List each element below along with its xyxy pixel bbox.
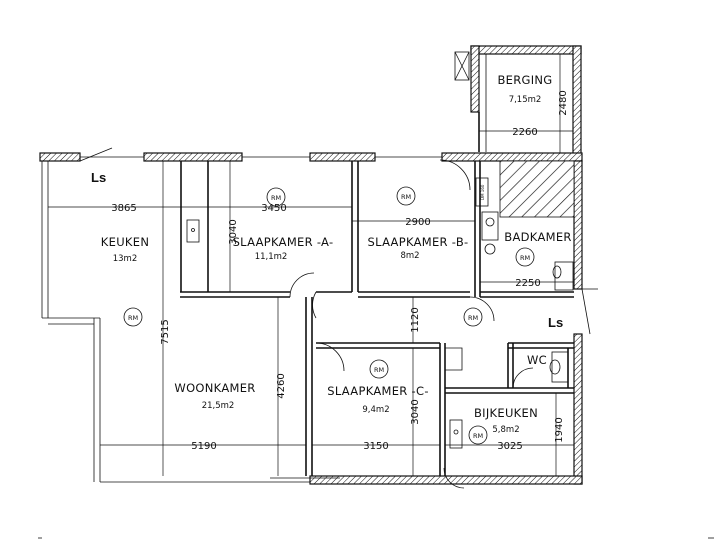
svg-text:RM: RM: [271, 194, 281, 202]
svg-text:RM: RM: [520, 254, 530, 262]
dim-woonkamer-lower-depth: 4260: [276, 373, 287, 398]
ls-marker-entrance: Ls: [91, 170, 106, 185]
rm-marker-slaapkamer-a: RM: [266, 187, 286, 207]
dim-woonkamer-width: 5190: [191, 441, 216, 452]
dim-bijkeuken-width: 3025: [497, 441, 522, 452]
slaapkamer-a-area: 11,1m2: [255, 252, 288, 262]
dim-berging-width: 2260: [512, 127, 537, 138]
dim-slaapkamer-b-width: 2900: [405, 217, 430, 228]
berging-walls: [454, 45, 582, 159]
rm-marker-badkamer: RM: [515, 247, 535, 267]
dim-slaapkamer-c-width: 3150: [363, 441, 388, 452]
dim-badkamer-width: 2250: [515, 278, 540, 289]
dim-berging-depth: 2480: [558, 90, 569, 115]
bijkeuken-label: BIJKEUKEN: [474, 406, 538, 420]
rm-marker-hall: RM: [463, 307, 483, 327]
rm-marker-bijkeuken: RM: [468, 425, 488, 445]
woonkamer-area: 21,5m2: [202, 401, 235, 411]
badkamer-label: BADKAMER: [504, 230, 571, 244]
svg-text:RM: RM: [128, 314, 138, 322]
slaapkamer-a-label: SLAAPKAMER -A-: [233, 235, 334, 249]
svg-text:RM: RM: [468, 314, 478, 322]
svg-text:RM: RM: [374, 366, 384, 374]
dm-symbol: DM 160: [480, 184, 485, 200]
dim-slaapkamer-a-depth: 3040: [228, 219, 239, 244]
svg-text:DM 160: DM 160: [480, 184, 485, 200]
rm-marker-slaapkamer-c: RM: [369, 359, 389, 379]
berging-area: 7,15m2: [509, 95, 542, 105]
svg-text:RM: RM: [401, 193, 411, 201]
walls: [39, 152, 583, 485]
keuken-area: 13m2: [113, 254, 138, 264]
slaapkamer-c-label: SLAAPKAMER -C-: [327, 384, 429, 398]
bijkeuken-area: 5,8m2: [492, 425, 519, 435]
rm-marker-woonkamer: RM: [123, 307, 143, 327]
doors: [79, 147, 598, 489]
dim-slaapkamer-c-depth: 3040: [410, 399, 421, 424]
dim-hall-gap: 1120: [410, 307, 421, 332]
dim-keuken-width: 3865: [111, 203, 136, 214]
svg-text:RM: RM: [473, 432, 483, 440]
slaapkamer-b-label: SLAAPKAMER -B-: [368, 235, 469, 249]
woonkamer-label: WOONKAMER: [174, 381, 255, 395]
fixtures: [186, 177, 574, 449]
slaapkamer-c-area: 9,4m2: [362, 405, 389, 415]
slaapkamer-b-area: 8m2: [400, 251, 419, 261]
keuken-label: KEUKEN: [101, 235, 149, 249]
ls-marker-hall: Ls: [548, 315, 563, 330]
berging-label: BERGING: [497, 73, 552, 87]
rm-marker-slaapkamer-b: RM: [396, 186, 416, 206]
dim-slaapkamer-a-width: 3450: [261, 203, 286, 214]
dim-bijkeuken-depth: 1940: [554, 417, 565, 442]
wc-label: WC: [527, 353, 547, 367]
dimension-lines: [48, 54, 574, 476]
badkamer-tiles: [499, 160, 575, 218]
dim-woonkamer-depth-total: 7515: [160, 319, 171, 344]
